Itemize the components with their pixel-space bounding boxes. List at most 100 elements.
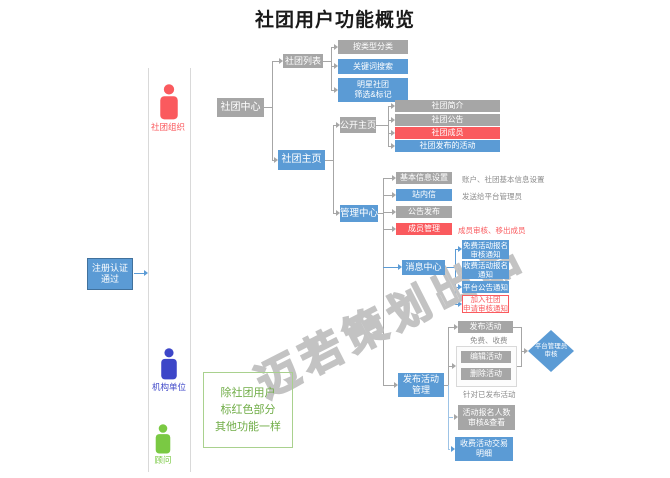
connector	[333, 213, 336, 214]
arrow	[397, 264, 402, 270]
swimlane-right-border	[190, 68, 191, 472]
connector	[455, 287, 458, 288]
arrow	[457, 267, 462, 273]
connector	[331, 90, 334, 91]
connector	[521, 351, 524, 352]
connector	[517, 366, 521, 367]
node-fee-detail: 收费活动交易 明细	[455, 437, 513, 461]
connector	[388, 146, 391, 147]
arrow	[333, 63, 338, 69]
connector	[325, 160, 333, 161]
person-icon-org	[157, 348, 181, 385]
node-list-by-type: 按类型分类	[338, 40, 408, 54]
arrow	[391, 209, 396, 215]
connector	[333, 125, 334, 213]
arrow	[450, 446, 455, 452]
arrow	[390, 103, 395, 109]
connector	[272, 61, 279, 62]
node-club-list: 社团列表	[283, 54, 323, 68]
node-message-center: 消息中心	[402, 260, 445, 275]
connector	[272, 61, 273, 160]
connector	[455, 249, 458, 250]
node-msg-paid-activity: 收费活动报名 通知	[462, 261, 509, 279]
node-msg-join-club: 加入社团 申请审核通知	[462, 295, 509, 313]
connector	[444, 385, 448, 386]
node-club-homepage: 社团主页	[278, 150, 325, 170]
note-edit-scope: 针对已发布活动	[463, 390, 516, 399]
arrow	[523, 348, 528, 354]
arrow	[335, 122, 340, 128]
connector	[455, 249, 456, 304]
connector	[383, 178, 392, 179]
connector	[445, 267, 455, 268]
node-msg-free-activity: 免费活动报名 审核通知	[462, 240, 509, 259]
arrow	[451, 363, 456, 369]
connector	[264, 107, 272, 108]
node-club-intro: 社团简介	[395, 100, 500, 112]
connector	[383, 195, 392, 196]
connector	[331, 47, 332, 90]
connector	[388, 120, 391, 121]
node-club-center: 社团中心	[217, 98, 264, 117]
connector	[455, 304, 458, 305]
arrow	[457, 284, 462, 290]
connector	[331, 47, 334, 48]
actor-label-advisor: 顾问	[154, 455, 172, 465]
connector-register	[134, 273, 144, 274]
arrow	[393, 382, 398, 388]
connector	[388, 106, 389, 146]
connector	[448, 417, 453, 418]
actor-label-org: 机构单位	[151, 382, 186, 392]
node-platform-audit: 平台管理员 审核	[528, 330, 574, 372]
node-manage-center: 管理中心	[340, 205, 378, 222]
node-public-homepage: 公开主页	[340, 117, 376, 133]
connector	[383, 212, 392, 213]
connector	[272, 160, 274, 161]
connector	[448, 327, 449, 385]
note-inbox: 发送给平台管理员	[462, 192, 522, 201]
arrow-register	[143, 270, 148, 276]
connector	[513, 327, 521, 328]
connector	[448, 449, 450, 450]
note-member-manage: 成员审核、移出成员	[458, 226, 526, 235]
arrow	[391, 175, 396, 181]
arrow	[333, 44, 338, 50]
node-basic-info: 基本信息设置	[396, 172, 452, 184]
node-edit-activity: 编辑活动	[461, 351, 511, 363]
node-delete-activity: 删除活动	[461, 368, 511, 380]
node-announce: 公告发布	[396, 206, 452, 218]
arrow	[453, 414, 458, 420]
connector	[388, 106, 391, 107]
connector	[448, 327, 454, 328]
swimlane-left-border	[148, 68, 149, 472]
arrow	[391, 226, 396, 232]
person-icon-advisor	[152, 424, 174, 459]
connector	[383, 385, 394, 386]
arrow	[390, 143, 395, 149]
arrow	[390, 117, 395, 123]
legend-note: 除社团用户 标红色部分 其他功能一样	[203, 372, 293, 448]
connector	[448, 366, 452, 367]
node-publish-activity: 发布活动	[458, 321, 513, 333]
arrow	[453, 324, 458, 330]
arrow	[390, 130, 395, 136]
arrow	[457, 246, 462, 252]
node-member-manage: 成员管理	[396, 223, 452, 235]
page-title: 社团用户功能概览	[254, 10, 415, 31]
node-publish-manage: 发布活动 管理	[398, 373, 444, 397]
arrow	[335, 210, 340, 216]
node-register-passed: 注册认证 通过	[87, 258, 133, 290]
note-basic-info: 账户、社团基本信息设置	[462, 175, 545, 184]
node-keyword-search: 关键词搜索	[338, 59, 408, 74]
node-club-members: 社团成员	[395, 127, 500, 139]
actor-label-club: 社团组织	[150, 122, 185, 132]
connector	[388, 133, 391, 134]
arrow	[333, 87, 338, 93]
connector	[383, 229, 392, 230]
person-icon-club	[156, 84, 182, 125]
node-star-clubs: 明星社团 筛选&标记	[338, 78, 408, 102]
arrow	[278, 58, 283, 64]
arrow	[391, 192, 396, 198]
connector	[455, 270, 458, 271]
